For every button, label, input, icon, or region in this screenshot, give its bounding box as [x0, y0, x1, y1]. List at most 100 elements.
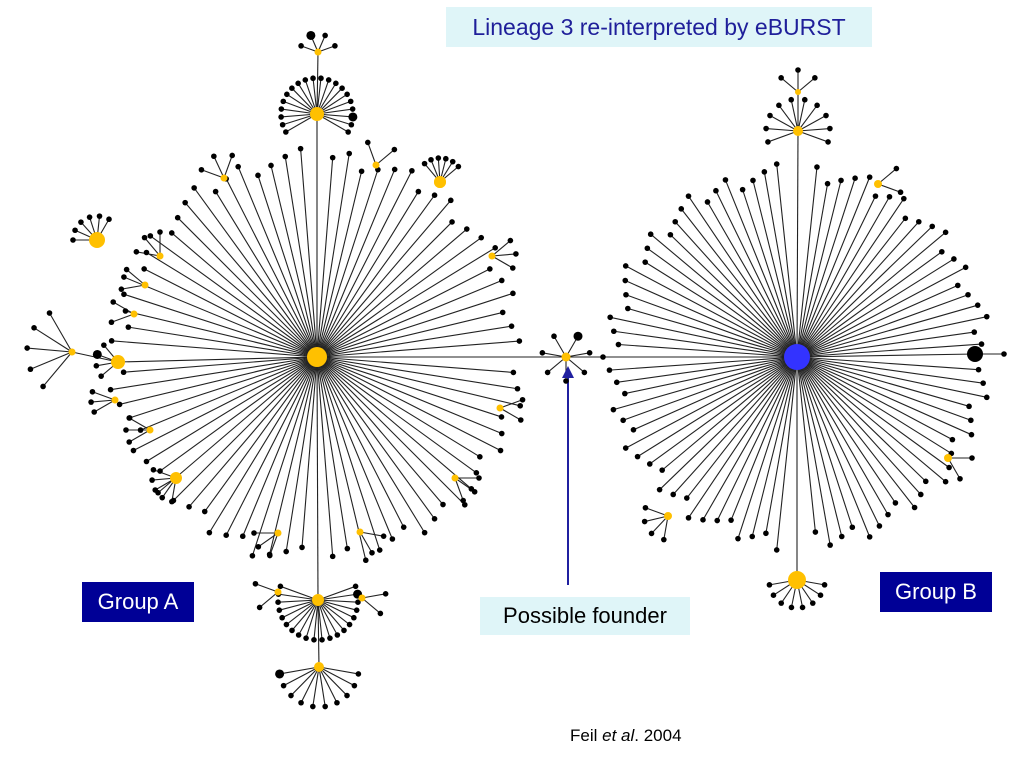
node [206, 529, 213, 536]
edge [316, 191, 419, 358]
edge [316, 356, 502, 418]
node [922, 478, 929, 485]
node [659, 467, 665, 473]
node [821, 582, 828, 588]
edge [796, 356, 896, 504]
node [302, 77, 309, 83]
node [799, 604, 806, 611]
node [685, 193, 692, 199]
node [539, 350, 546, 356]
node [600, 354, 606, 360]
node [773, 547, 780, 553]
subfounder-node [795, 89, 801, 95]
node [929, 223, 936, 230]
edge [225, 356, 318, 536]
node [788, 604, 795, 611]
edge [797, 130, 829, 143]
node [455, 163, 462, 170]
edge [123, 356, 318, 373]
node [498, 277, 505, 284]
node [704, 199, 711, 205]
edge [877, 168, 897, 185]
subfounder-node [314, 662, 324, 672]
edge [625, 294, 798, 358]
edge [796, 356, 843, 537]
edge [316, 169, 396, 358]
node [108, 338, 115, 344]
edge [259, 591, 279, 608]
node [586, 350, 593, 356]
edge [751, 356, 798, 537]
node [911, 504, 918, 511]
node [279, 614, 285, 621]
node [750, 177, 756, 184]
edge [796, 343, 982, 358]
edge [796, 356, 953, 441]
node [812, 529, 819, 535]
node [897, 189, 904, 196]
possible-founder-node [561, 352, 571, 362]
node [93, 363, 100, 369]
edge [947, 457, 961, 480]
edge [317, 599, 331, 639]
node [409, 167, 415, 174]
node [892, 500, 899, 506]
node [198, 166, 205, 173]
node [174, 214, 181, 221]
node [975, 366, 982, 373]
edge [177, 217, 318, 358]
node [143, 458, 150, 465]
edge [796, 331, 975, 358]
node [431, 192, 438, 198]
edge [225, 178, 318, 358]
node [915, 218, 922, 225]
edge [316, 356, 518, 390]
node [351, 614, 357, 621]
edge [317, 599, 323, 640]
node [311, 636, 317, 643]
node [98, 373, 104, 379]
node [766, 582, 773, 588]
node [376, 547, 383, 553]
node [223, 532, 230, 539]
edge [316, 237, 482, 358]
node [329, 553, 336, 560]
node [763, 530, 769, 537]
node [492, 244, 499, 251]
edge [278, 593, 319, 601]
edge [286, 599, 319, 626]
node [255, 172, 261, 179]
edge [361, 593, 386, 599]
edge [730, 356, 798, 521]
node [949, 436, 956, 443]
edge [316, 356, 501, 452]
node [517, 417, 524, 423]
node [157, 229, 163, 235]
group-a-founder-node [307, 347, 327, 367]
edge [499, 399, 523, 409]
subfounder-node [220, 174, 228, 182]
node [334, 632, 341, 638]
node [352, 583, 359, 590]
node [355, 671, 362, 677]
edge [128, 326, 318, 358]
subfounder-node [358, 594, 366, 602]
edge [129, 356, 318, 419]
node [24, 345, 30, 351]
edge [796, 304, 978, 358]
edge [796, 356, 972, 436]
edge [649, 356, 798, 465]
node [333, 80, 339, 87]
edge [724, 179, 798, 358]
edge [251, 356, 318, 556]
edge [279, 599, 319, 611]
edge [213, 156, 225, 179]
edge [491, 240, 511, 257]
node [625, 305, 631, 312]
edge [686, 356, 798, 499]
edge [281, 599, 319, 619]
edge [316, 356, 477, 474]
node [92, 349, 102, 359]
edge [284, 156, 318, 358]
node [983, 313, 990, 320]
